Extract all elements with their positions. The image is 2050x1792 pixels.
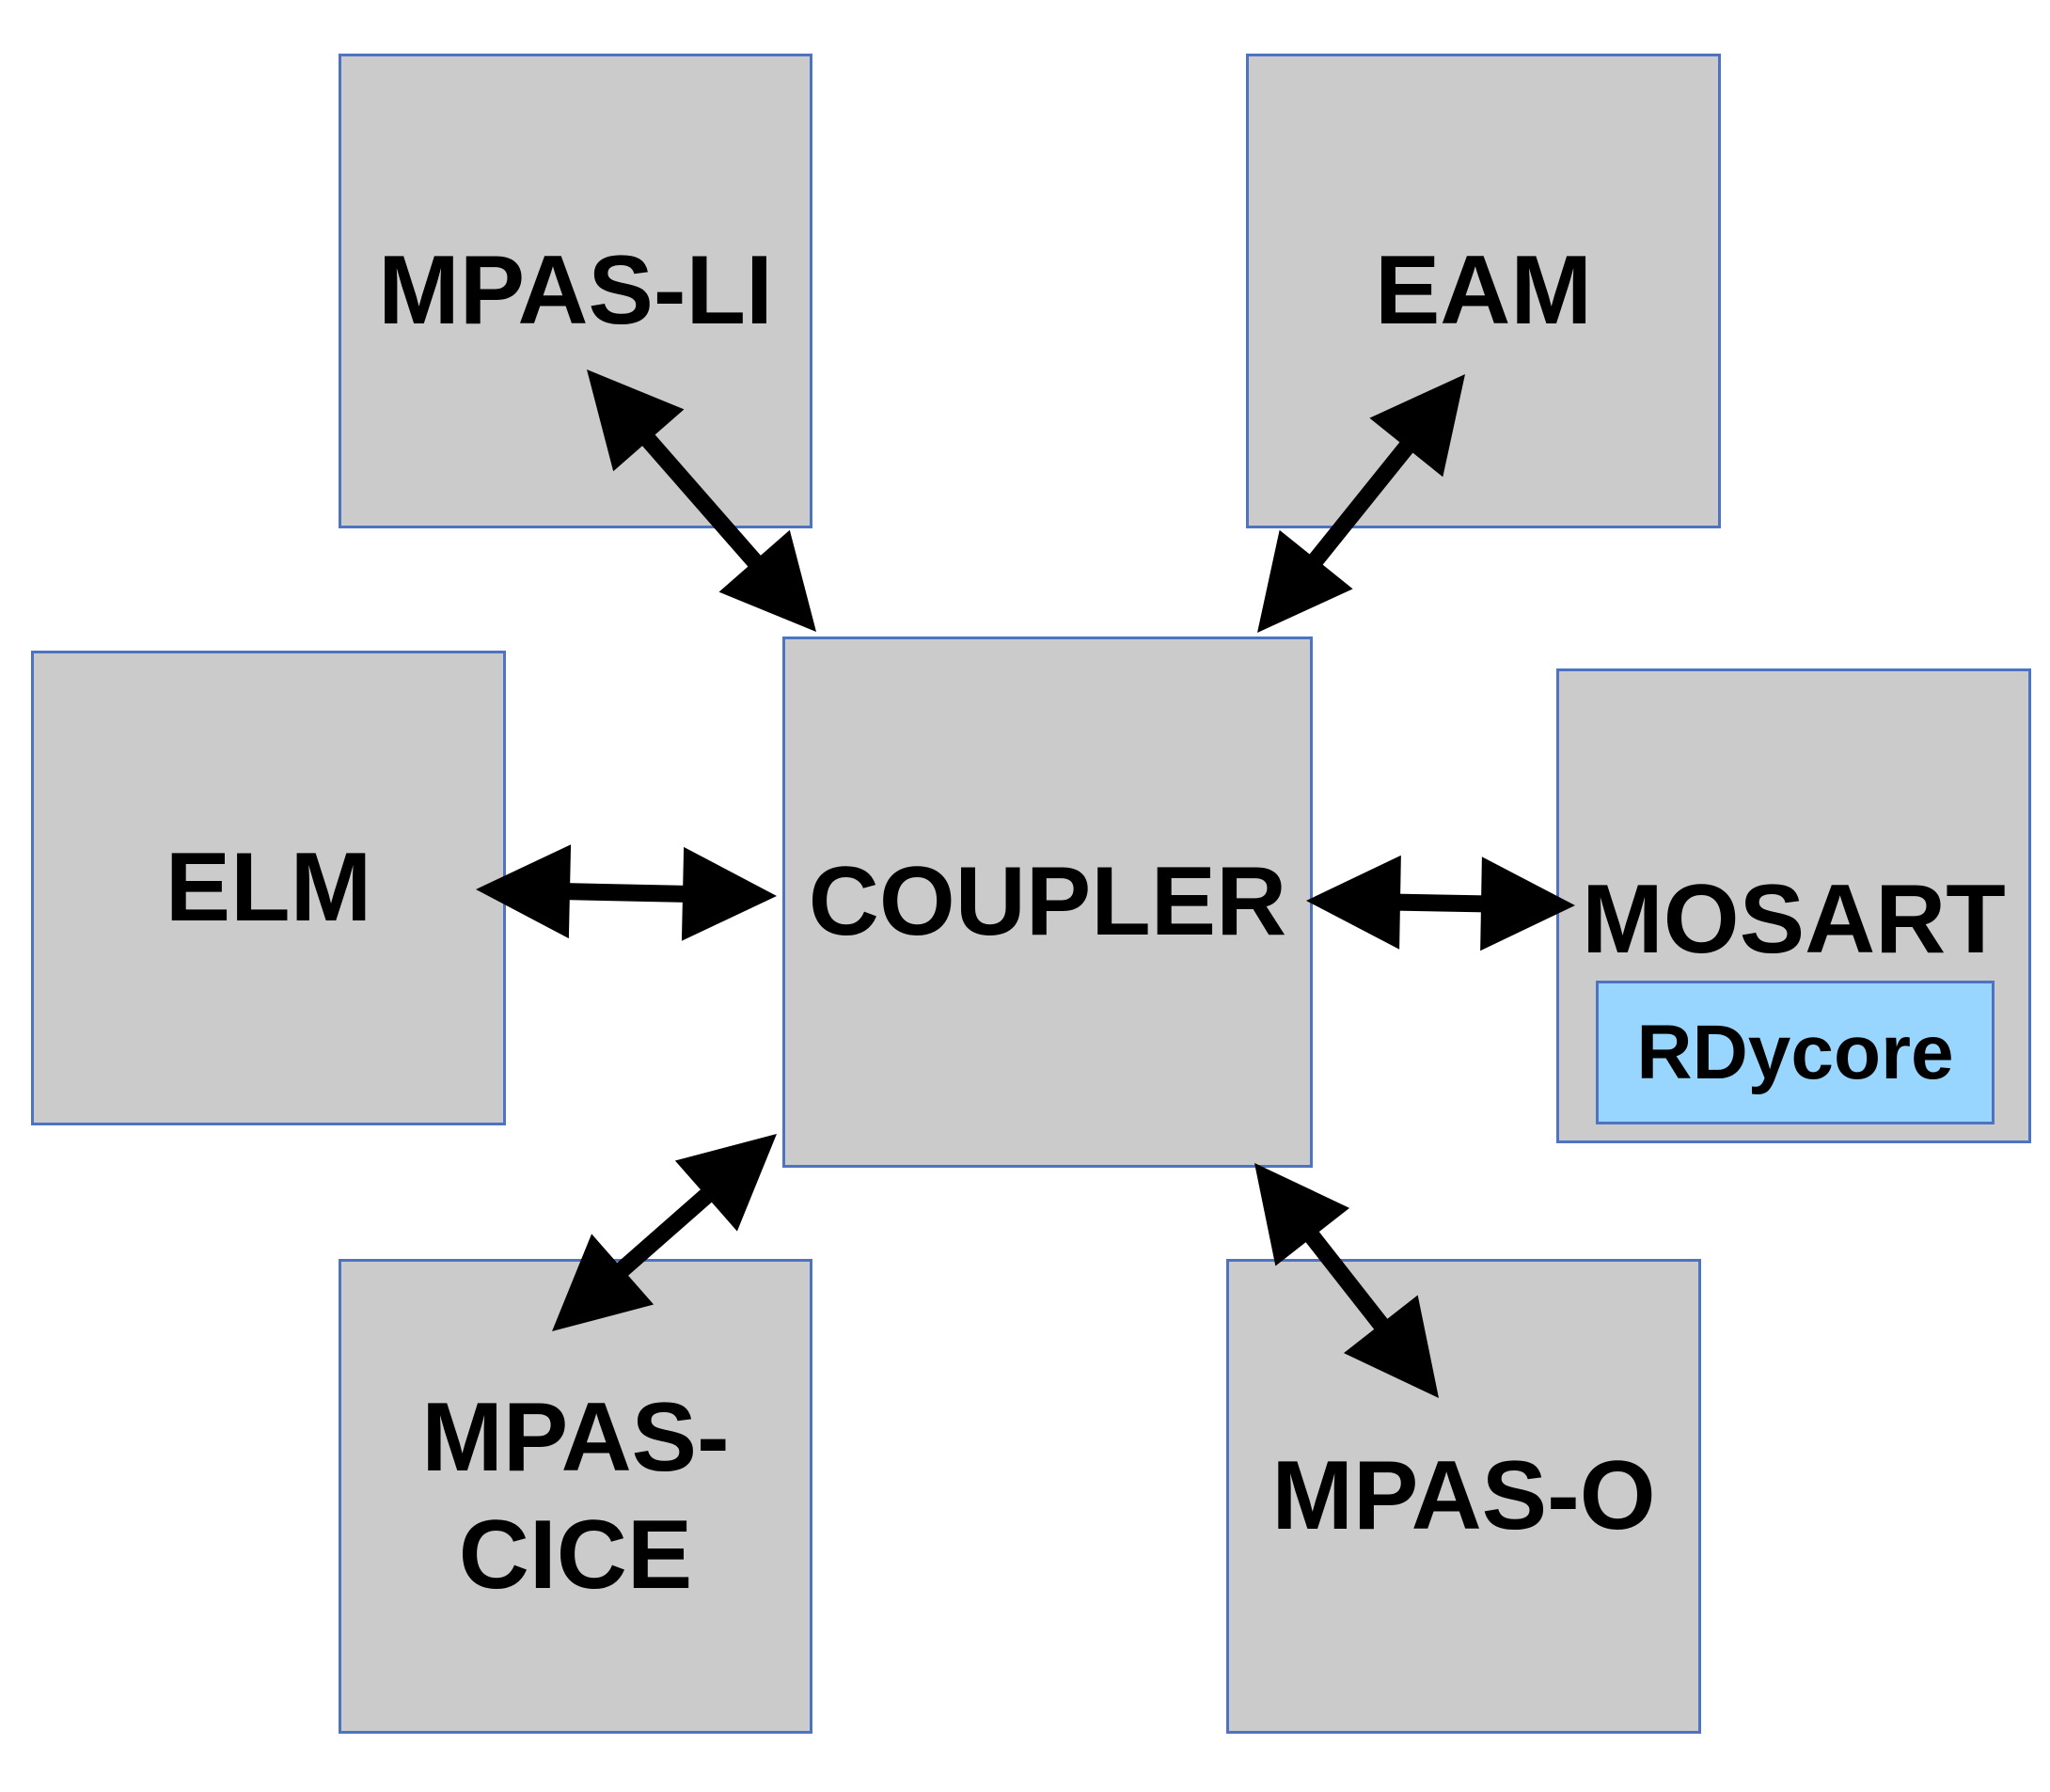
arrow-head-start	[718, 529, 816, 632]
arrow-shaft	[1396, 893, 1486, 913]
arrow-head-start	[681, 846, 777, 941]
arrow-head-start	[1254, 1163, 1350, 1266]
mpas-li-label: MPAS-LI	[378, 236, 773, 346]
mpas-o-box: MPAS-O	[1226, 1259, 1701, 1734]
arrow-coupler-mosart	[1306, 855, 1575, 951]
mpas-cice-label: MPAS- CICE	[421, 1379, 729, 1614]
mpas-li-box: MPAS-LI	[339, 54, 812, 528]
coupler-box: COUPLER	[782, 637, 1313, 1168]
arrow-head-start	[1306, 855, 1401, 950]
mosart-label: MOSART	[1582, 865, 2006, 974]
mpas-cice-label-line2: CICE	[458, 1500, 693, 1610]
elm-label: ELM	[165, 833, 372, 943]
arrow-coupler-elm	[476, 844, 777, 941]
arrow-head-start	[1257, 529, 1353, 633]
elm-box: ELM	[31, 651, 506, 1125]
arrow-head-start	[674, 1134, 777, 1232]
rdycore-box: RDycore	[1596, 981, 1995, 1124]
coupler-label: COUPLER	[808, 847, 1287, 957]
mpas-cice-box: MPAS- CICE	[339, 1259, 812, 1734]
eam-label: EAM	[1374, 236, 1593, 346]
eam-box: EAM	[1246, 54, 1721, 528]
mpas-cice-label-line1: MPAS-	[421, 1382, 730, 1492]
rdycore-label: RDycore	[1636, 1009, 1954, 1095]
mpas-o-label: MPAS-O	[1271, 1441, 1656, 1551]
arrow-shaft	[565, 883, 687, 903]
